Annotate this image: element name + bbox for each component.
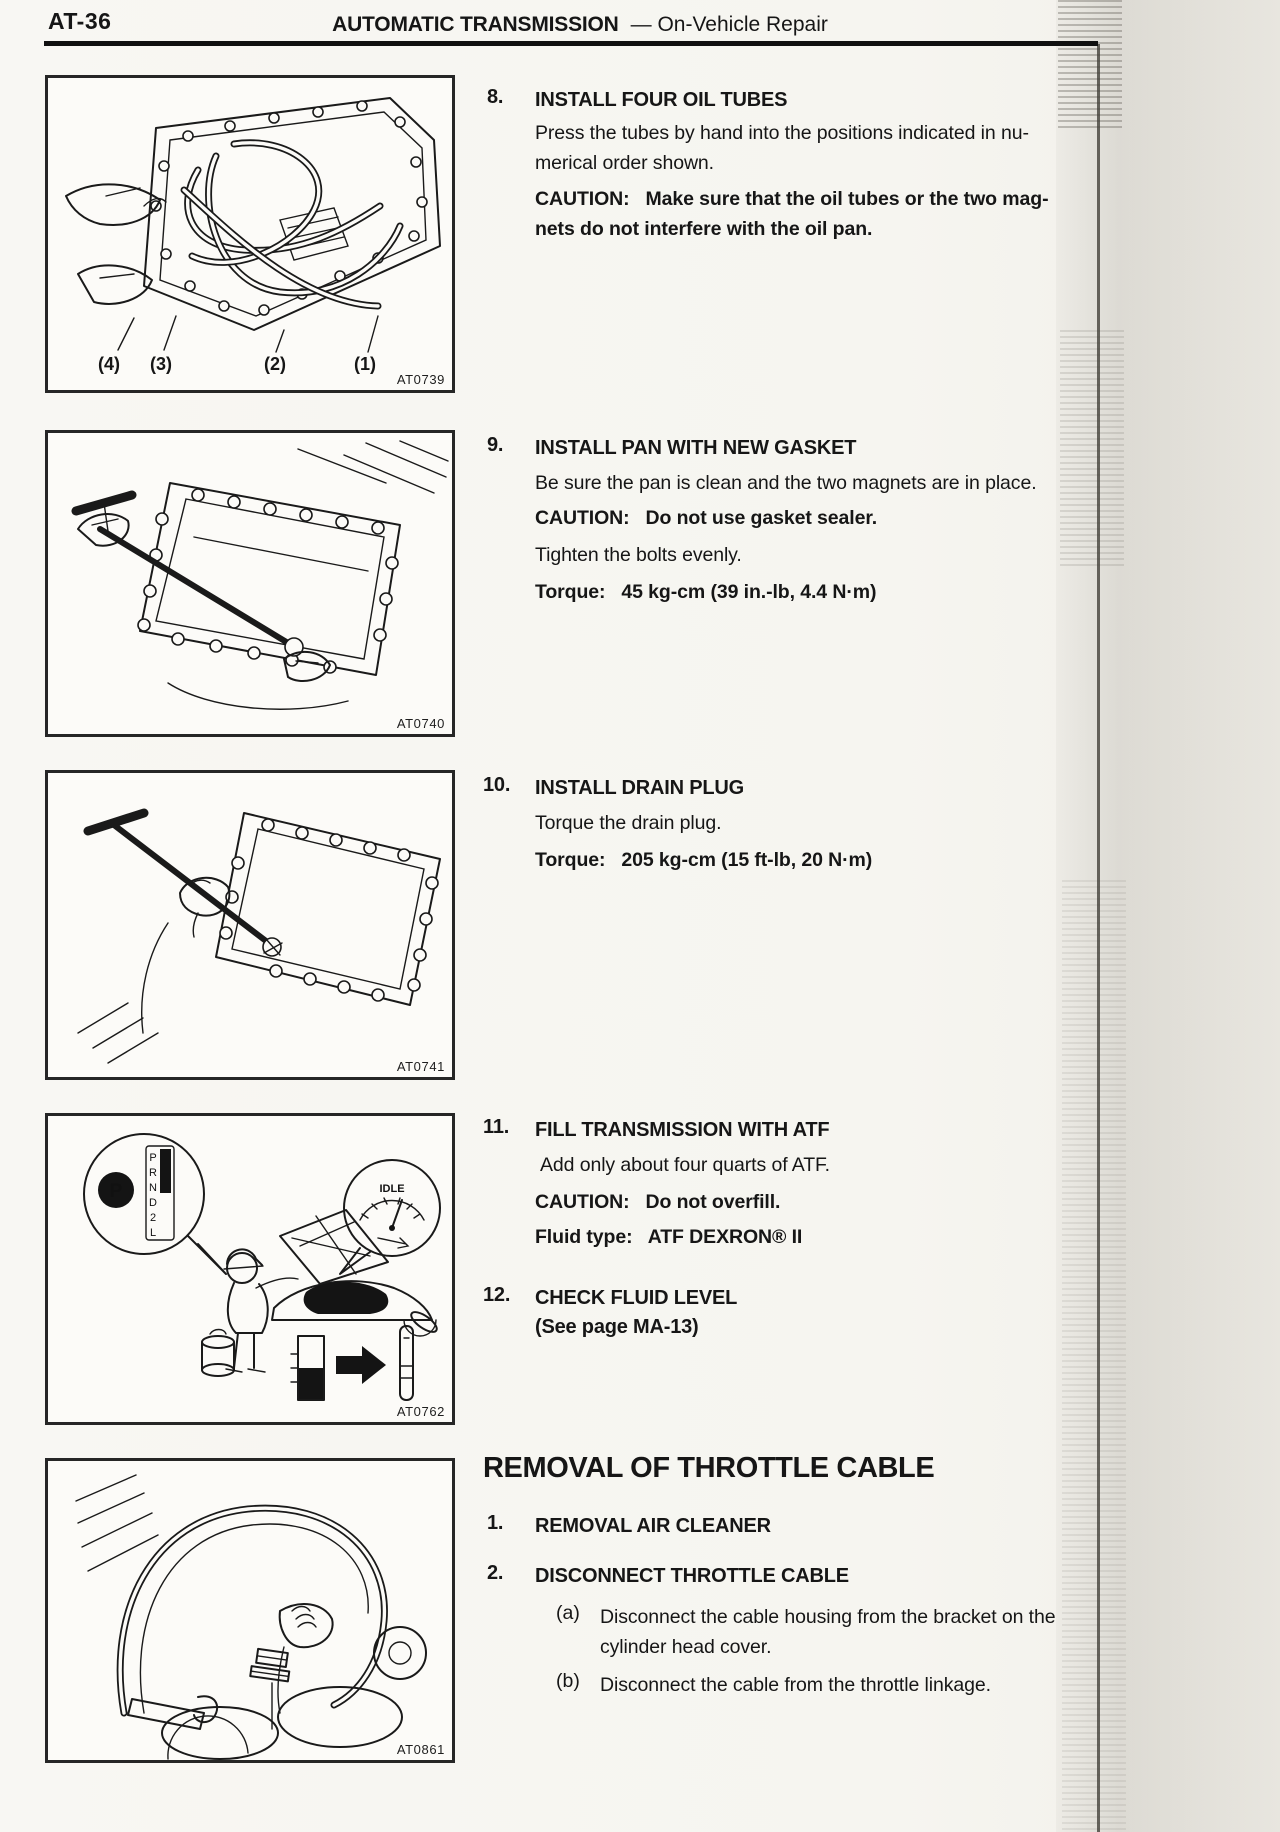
gauge-label: IDLE	[379, 1183, 404, 1195]
figure-oil-tubes: (4) (3) (2) (1) AT0739	[45, 75, 455, 393]
callout-1: (1)	[354, 354, 376, 374]
header-rule	[44, 41, 1098, 46]
section-9-body2: Tighten the bolts evenly.	[535, 544, 742, 566]
shift-letter: L	[150, 1227, 156, 1239]
scan-gutter	[1056, 0, 1280, 1832]
section-8-title: INSTALL FOUR OIL TUBES	[535, 89, 788, 111]
drain-plug-illustration	[77, 808, 441, 1064]
park-letter: P	[110, 1181, 123, 1202]
section-8-body: Press the tubes by hand into the positio…	[535, 122, 1029, 174]
callout-4: (4)	[98, 354, 120, 374]
section-10-title: INSTALL DRAIN PLUG	[535, 777, 744, 799]
removal-step-1-title: REMOVAL AIR CLEANER	[535, 1515, 771, 1537]
substep-b-label: (b)	[556, 1670, 580, 1692]
shift-letter: P	[149, 1152, 156, 1164]
section-11-number: 11.	[483, 1116, 510, 1138]
section-11-body: Add only about four quarts of ATF.	[540, 1154, 830, 1176]
section-9-body: Be sure the pan is clean and the two mag…	[535, 472, 1037, 494]
figure-code: AT0762	[396, 1404, 445, 1419]
section-12-title: CHECK FLUID LEVEL (See page MA-13)	[535, 1287, 738, 1338]
section-8-number: 8.	[487, 86, 504, 108]
removal-step-2-title: DISCONNECT THROTTLE CABLE	[535, 1565, 849, 1587]
section-9-caution: CAUTION: Do not use gasket sealer.	[535, 507, 878, 529]
shift-letter: R	[149, 1167, 157, 1179]
figure-code: AT0861	[396, 1742, 445, 1757]
removal-step-1-number: 1.	[487, 1512, 504, 1534]
removal-heading: REMOVAL OF THROTTLE CABLE	[483, 1452, 935, 1484]
shift-letter: N	[149, 1182, 157, 1194]
shift-letter: D	[149, 1197, 157, 1209]
section-9-title: INSTALL PAN WITH NEW GASKET	[535, 437, 857, 459]
scan-stripes-top	[1058, 0, 1122, 128]
oil-tubes-illustration	[65, 97, 441, 353]
section-10-torque: Torque: 205 kg-cm (15 ft-lb, 20 N·m)	[535, 849, 873, 871]
removal-step-2-number: 2.	[487, 1562, 504, 1584]
section-10-body: Torque the drain plug.	[535, 812, 722, 834]
scan-stripes-bottom	[1062, 880, 1126, 1832]
figure-throttle-cable: AT0861	[45, 1458, 455, 1763]
section-11-caution: CAUTION: Do not overfill.	[535, 1191, 781, 1213]
fill-atf-illustration: P P R N D 2 L IDLE	[83, 1133, 441, 1401]
figure-drain-plug: AT0741	[45, 770, 455, 1080]
page-spine-line	[1097, 44, 1100, 1832]
figure-code: AT0739	[396, 372, 445, 387]
callout-3: (3)	[150, 354, 172, 374]
shift-letter: 2	[150, 1212, 156, 1224]
section-11-fluid-type: Fluid type: ATF DEXRON® II	[535, 1226, 803, 1248]
section-12-number: 12.	[483, 1284, 511, 1306]
scan-stripes-mid	[1060, 330, 1124, 570]
throttle-cable-illustration	[75, 1474, 427, 1760]
section-9-number: 9.	[487, 434, 504, 456]
figure-code: AT0741	[396, 1059, 445, 1074]
section-8-caution: CAUTION: Make sure that the oil tubes or…	[535, 188, 1049, 240]
section-11-title: FILL TRANSMISSION WITH ATF	[535, 1119, 830, 1141]
figure-install-pan: AT0740	[45, 430, 455, 737]
page-title: AUTOMATIC TRANSMISSION — On-Vehicle Repa…	[280, 13, 880, 37]
section-9-torque: Torque: 45 kg-cm (39 in.-lb, 4.4 N·m)	[535, 581, 877, 603]
page-title-sub: — On-Vehicle Repair	[630, 13, 828, 36]
substep-a-text: Disconnect the cable housing from the br…	[600, 1606, 1056, 1658]
callout-2: (2)	[264, 354, 286, 374]
page-title-main: AUTOMATIC TRANSMISSION	[332, 13, 619, 36]
substep-a-label: (a)	[556, 1602, 580, 1624]
figure-code: AT0740	[396, 716, 445, 731]
section-10-number: 10.	[483, 774, 511, 796]
page-code: AT-36	[48, 8, 112, 34]
install-pan-illustration	[71, 440, 449, 710]
figure-fill-atf: P P R N D 2 L IDLE	[45, 1113, 455, 1425]
substep-b-text: Disconnect the cable from the throttle l…	[600, 1674, 991, 1696]
